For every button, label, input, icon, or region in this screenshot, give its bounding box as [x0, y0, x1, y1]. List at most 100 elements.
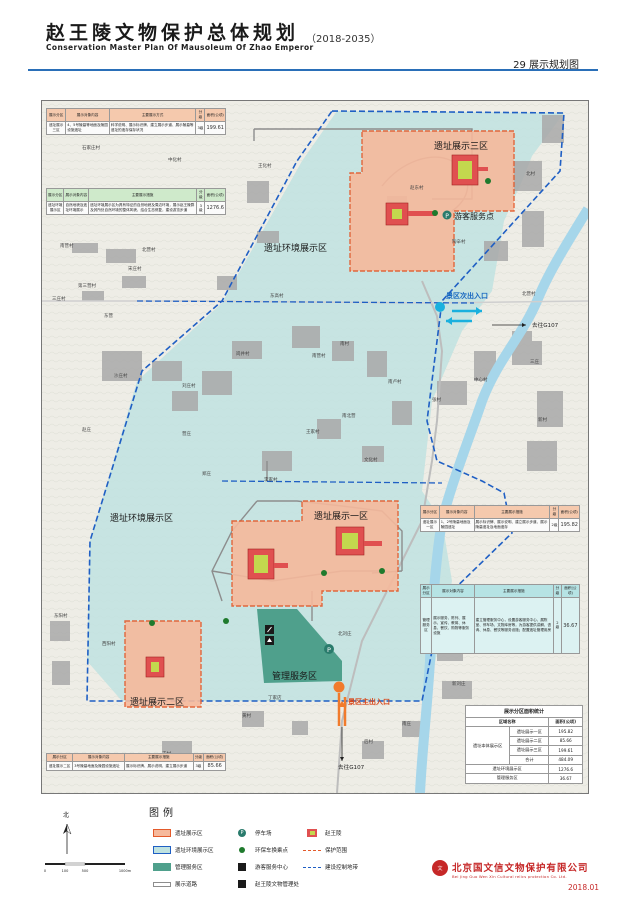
legend-item-service-zone: 管理服务区: [153, 862, 203, 872]
table-cell: 遗址展示二区: [509, 735, 550, 747]
place-label: 沙庄村: [114, 374, 128, 379]
secondary-entrance-label: 景区次出入口: [446, 292, 488, 300]
place-label: 三庄村: [52, 297, 66, 302]
service-zone-swatch: [153, 863, 171, 871]
place-label: 中化村: [168, 158, 182, 163]
table-cell: 遗址环境展示区: [464, 763, 550, 775]
place-label: 赵东村: [410, 186, 424, 191]
table-header: 展示分区: [419, 584, 433, 598]
mausoleum-icon: [303, 829, 321, 837]
place-label: 西阳村: [102, 642, 116, 647]
company-name: 北京国文信文物保护有限公司: [452, 863, 589, 874]
control-boundary-divider-south: [221, 480, 443, 484]
exit-label-east: 去往G107: [532, 323, 559, 329]
table-header: 面积(公顷): [548, 716, 583, 728]
table-cell: 展示标识牌、展示说明、建立展示步道: [124, 761, 194, 771]
parking-icon-south: P: [324, 644, 334, 654]
table-cell: 遗址本体展示区: [464, 726, 511, 765]
info-table-site3: 展示分区 展示对象内容 主要展示方式 分级 面积(公顷) 遗址展示三区 4、5号…: [45, 108, 226, 135]
table-header: 展示分区: [420, 505, 440, 519]
place-label: 后村: [364, 740, 373, 745]
table-header: 展示对象内容: [65, 108, 110, 122]
svg-text:P: P: [445, 213, 449, 220]
table-header: 展示对象内容: [63, 188, 90, 202]
place-label: 南北营: [342, 414, 356, 419]
place-label: 宋庄村: [128, 267, 142, 272]
protection-range-swatch: [303, 849, 321, 851]
header-rule: [28, 69, 598, 71]
table-header: 主要展示措施: [88, 188, 198, 202]
village-blocks: [50, 115, 564, 759]
place-label: 郑庄: [202, 472, 211, 477]
place-label: 南卢村: [388, 380, 402, 385]
table-cell: 195.82: [558, 518, 580, 532]
table-cell: 36.67: [560, 597, 581, 654]
table-cell: 展示服务、陈列、展示、宣传、教育、休息、餐饮、购物等服务设施: [431, 597, 475, 654]
table-header: 面积(公顷): [203, 753, 226, 762]
table-cell: 3级: [192, 761, 205, 771]
table-header: 展示分区: [45, 188, 65, 202]
place-label: 北营村: [142, 248, 156, 253]
mausoleum-1b-icon: [335, 526, 382, 556]
legend-item-mausoleum: 赵王陵: [303, 828, 342, 838]
parking-icon: P: [233, 829, 251, 837]
table-cell: 自然地貌及遗址环境展示: [63, 201, 90, 215]
table-header: 面积(公顷): [204, 188, 226, 202]
table-cell: 遗址展示三区: [45, 121, 67, 135]
sheet-title: 29 展示规划图: [513, 60, 579, 71]
table-row: 遗址环境展示区 自然地貌及遗址环境展示 遗址环境展示区为具有特征的自然地貌及周边…: [45, 201, 226, 215]
scale-bar: 0 100 500 1000m: [44, 862, 131, 873]
table-header: 展示对象内容: [438, 505, 475, 519]
north-label: 北: [63, 812, 70, 819]
place-label: 南村: [340, 342, 349, 347]
table-cell: 2级: [553, 597, 562, 654]
legend-title: 图例: [149, 808, 177, 819]
scale-tick: 0: [44, 869, 46, 873]
legend-item-transfer: 环保车换乘点: [233, 845, 288, 855]
table-cell: 3级: [196, 201, 206, 215]
map-canvas: P P: [42, 101, 588, 793]
scale-tick: 500: [82, 869, 89, 873]
place-label: 三庄: [530, 360, 539, 365]
place-label: 陶辛村: [452, 240, 466, 245]
site-zone-swatch: [153, 829, 171, 837]
place-label: 南营村: [60, 244, 74, 249]
place-label: 营庄: [182, 432, 191, 437]
legend-item-site-zone: 遗址展示区: [153, 828, 203, 838]
table-header: 主要展示措施: [124, 753, 194, 762]
place-label: 文化村: [364, 458, 378, 463]
legend: 北 0 100 500 1000m 图例 遗址展示区 遗址环境展示区 管理服务区…: [41, 800, 587, 898]
legend-item-protection-range: 保护范围: [303, 845, 347, 855]
table-cell: 合计: [509, 754, 550, 765]
table-header: 面积(公顷): [560, 584, 581, 598]
place-label: 岗井村: [236, 352, 250, 357]
main-entrance-label: 景区主出入口: [348, 698, 390, 706]
table-cell: 4、5号陵墓等地面及陵园设施遗址: [65, 121, 110, 135]
legend-item-display-road: 展示道路: [153, 879, 197, 889]
table-header: 展示分区: [45, 753, 74, 762]
place-label: 东高村: [270, 294, 284, 299]
road-swatch: [153, 881, 171, 887]
table-header: 主要展示措施: [473, 584, 555, 598]
env-zone-swatch: [153, 846, 171, 854]
zone-label-site1: 遗址展示一区: [314, 512, 369, 522]
info-table-site1: 展示分区 展示对象内容 主要展示措施 分级 面积(公顷) 遗址展示一区 1、2号…: [420, 505, 580, 532]
table-header: 面积(公顷): [204, 108, 226, 122]
place-label: 新刘庄: [452, 682, 466, 687]
table-cell: 195.82: [548, 726, 583, 737]
legend-item-tourist-center: 游客服务中心: [233, 862, 288, 872]
zone-label-env-north: 遗址环境展示区: [264, 244, 328, 254]
place-label: 黄村: [242, 714, 251, 719]
legend-item-control-zone: 建设控制地带: [303, 862, 358, 872]
table-cell: 1、2号陵墓地面及陵园遗址: [438, 518, 475, 532]
info-table-service: 展示分区 展示对象内容 主要展示措施 分级 面积(公顷) 管理服务区 展示服务、…: [419, 584, 581, 654]
table-cell: 遗址展示二区: [45, 761, 74, 771]
construction-control-boundary: [86, 110, 565, 702]
place-label: 东阳村: [54, 614, 68, 619]
area-summary-table: 展示分区面积统计 区域名称 面积(公顷) 遗址本体展示区 遗址展示一区 195.…: [464, 705, 583, 784]
eco-bus-transfer-points: [149, 178, 491, 626]
table-cell: 1276.6: [548, 763, 583, 775]
main-entrance-icon: [333, 681, 347, 726]
table-header: 分级: [549, 505, 560, 519]
place-label: 赵庄: [82, 428, 91, 433]
